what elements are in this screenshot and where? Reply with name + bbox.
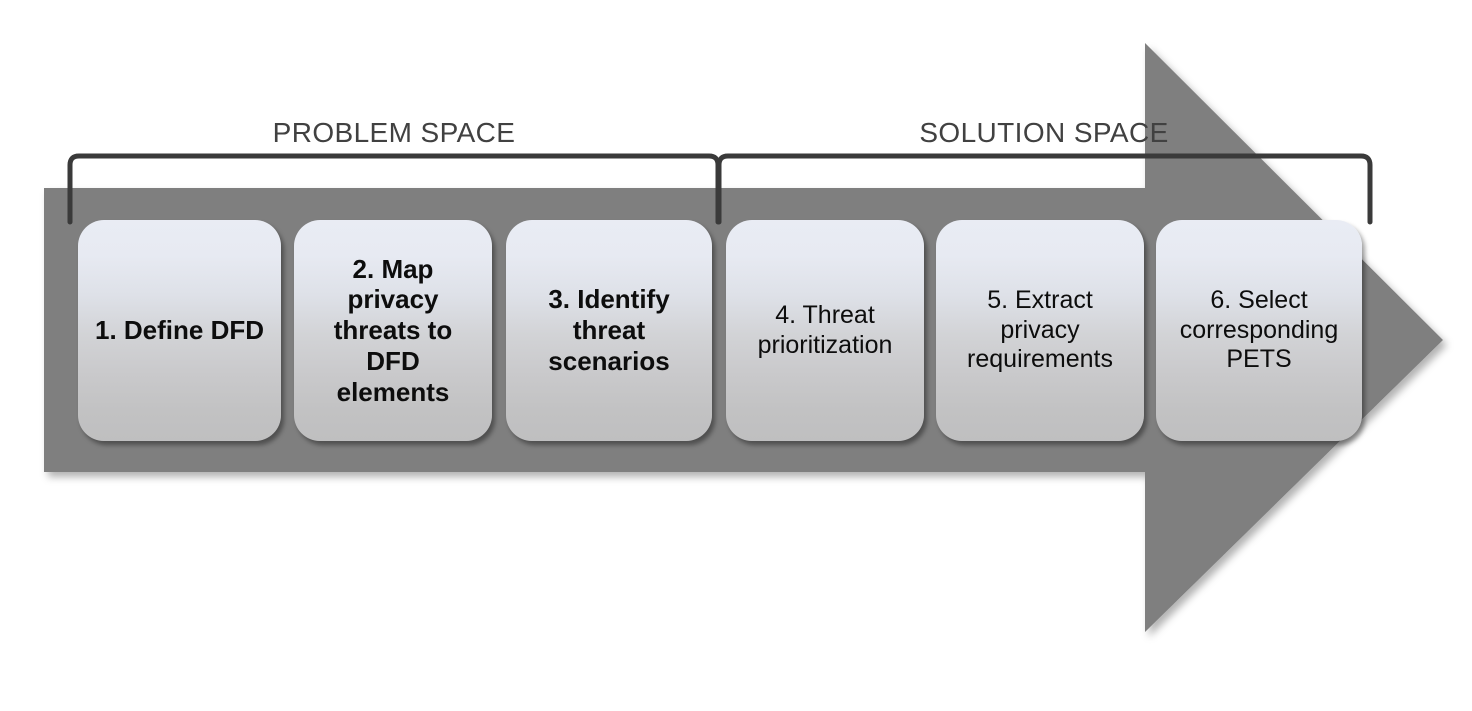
step-box-5[interactable]: 5. Extract privacy requirements (936, 220, 1144, 441)
step-box-6[interactable]: 6. Select corresponding PETS (1156, 220, 1362, 441)
step-box-2[interactable]: 2. Map privacy threats to DFD elements (294, 220, 492, 441)
bracket-problem-space (67, 153, 721, 225)
step-label-3: 3. Identify threat scenarios (548, 284, 670, 376)
step-label-4: 4. Threat prioritization (757, 301, 893, 359)
step-box-3[interactable]: 3. Identify threat scenarios (506, 220, 712, 441)
bracket-solution-space (716, 153, 1373, 225)
step-box-4[interactable]: 4. Threat prioritization (726, 220, 924, 441)
step-box-1[interactable]: 1. Define DFD (78, 220, 281, 441)
step-label-1: 1. Define DFD (94, 315, 265, 346)
phase-label-problem-space: PROBLEM SPACE (272, 117, 516, 148)
step-label-5: 5. Extract privacy requirements (967, 286, 1113, 374)
phase-label-solution-space: SOLUTION SPACE (919, 117, 1169, 148)
step-label-2: 2. Map privacy threats to DFD elements (333, 253, 453, 407)
step-label-6: 6. Select corresponding PETS (1179, 286, 1339, 374)
